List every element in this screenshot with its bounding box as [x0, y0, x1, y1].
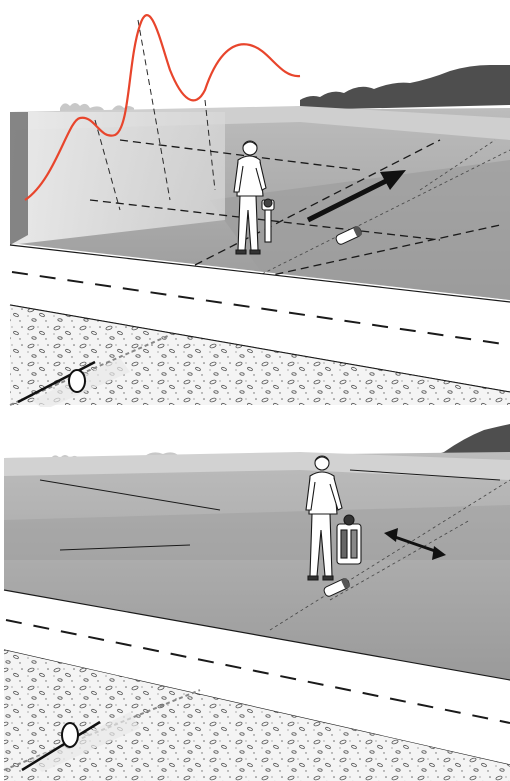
- signal-panel-edge: [10, 112, 28, 245]
- panel-bottom: [4, 420, 510, 781]
- panel-top: [10, 10, 510, 410]
